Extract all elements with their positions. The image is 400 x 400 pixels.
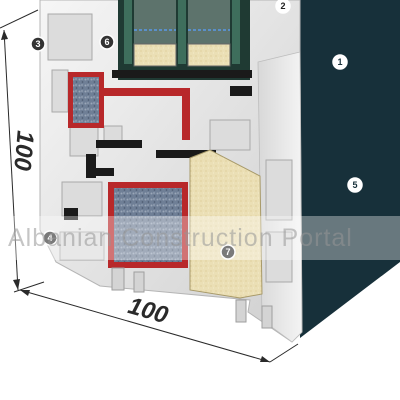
circle-2-icon: 2 (280, 1, 285, 11)
steel-reinforcement-upper (68, 72, 190, 140)
watermark-text: Albanian Construction Portal (8, 224, 353, 252)
callout-marker-1: 1 (332, 54, 348, 70)
height-dimension (0, 9, 45, 293)
thermal-foam-insert (189, 149, 263, 299)
callout-marker-5: 5 (347, 177, 363, 193)
frame-feet (111, 267, 273, 329)
height-dimension-label: 100 (8, 130, 38, 173)
circle-1-icon: 1 (337, 57, 342, 67)
steel-reinforcement-lower (108, 182, 188, 268)
callout-marker-2: 2 (275, 0, 291, 14)
circle-7-icon: 7 (225, 247, 230, 257)
width-dimension (19, 289, 299, 363)
callout-marker-7: 7 (220, 244, 236, 260)
callout-marker-3: 3 (30, 36, 46, 52)
circle-5-icon: 5 (352, 180, 357, 190)
callout-marker-6: 6 (99, 34, 115, 50)
circle-4-icon: 4 (47, 233, 52, 243)
callout-marker-4: 4 (42, 230, 58, 246)
circle-6-icon: 6 (104, 37, 109, 47)
exterior-face-panel (290, 0, 400, 338)
width-dimension-label: 100 (125, 292, 172, 329)
glazing-unit (118, 0, 250, 80)
circle-3-icon: 3 (35, 39, 40, 49)
watermark-band: Albanian Construction Portal (0, 216, 400, 260)
gaskets (64, 70, 252, 220)
